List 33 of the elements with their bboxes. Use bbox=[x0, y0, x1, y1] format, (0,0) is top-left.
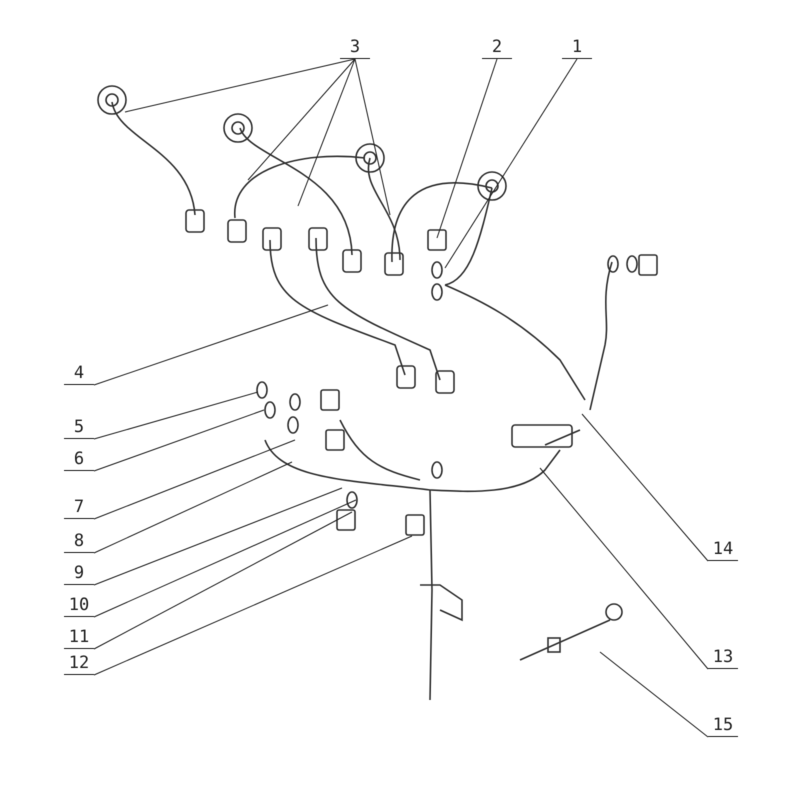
leader-line bbox=[354, 58, 390, 216]
leader-line bbox=[436, 58, 498, 238]
callout-number: 5 bbox=[64, 416, 94, 439]
leader-line bbox=[124, 58, 356, 112]
leader-line bbox=[94, 512, 352, 650]
leader-line bbox=[94, 392, 258, 440]
callout-number: 11 bbox=[64, 626, 94, 649]
leader-line bbox=[444, 58, 578, 268]
leader-line bbox=[248, 58, 356, 180]
callout-number: 6 bbox=[64, 448, 94, 471]
leader-line bbox=[94, 410, 264, 472]
callout-number: 13 bbox=[708, 646, 738, 669]
callout-number: 2 bbox=[482, 36, 512, 59]
callout-number: 3 bbox=[340, 36, 370, 59]
leader-line bbox=[94, 500, 356, 618]
callout-number: 12 bbox=[64, 652, 94, 675]
leader-line bbox=[94, 488, 342, 586]
leader-line bbox=[582, 414, 708, 562]
leader-line bbox=[94, 440, 296, 520]
callout-number: 10 bbox=[64, 594, 94, 617]
callout-number: 1 bbox=[562, 36, 592, 59]
leader-line bbox=[600, 652, 708, 738]
leader-line bbox=[540, 468, 708, 670]
leader-line bbox=[94, 462, 292, 554]
leader-line bbox=[94, 536, 412, 676]
callout-number: 7 bbox=[64, 496, 94, 519]
callout-number: 9 bbox=[64, 562, 94, 585]
callout-number: 8 bbox=[64, 530, 94, 553]
leader-line bbox=[298, 58, 356, 206]
callout-number: 4 bbox=[64, 362, 94, 385]
leader-line bbox=[94, 304, 328, 386]
callout-number: 15 bbox=[708, 714, 738, 737]
callout-number: 14 bbox=[708, 538, 738, 561]
